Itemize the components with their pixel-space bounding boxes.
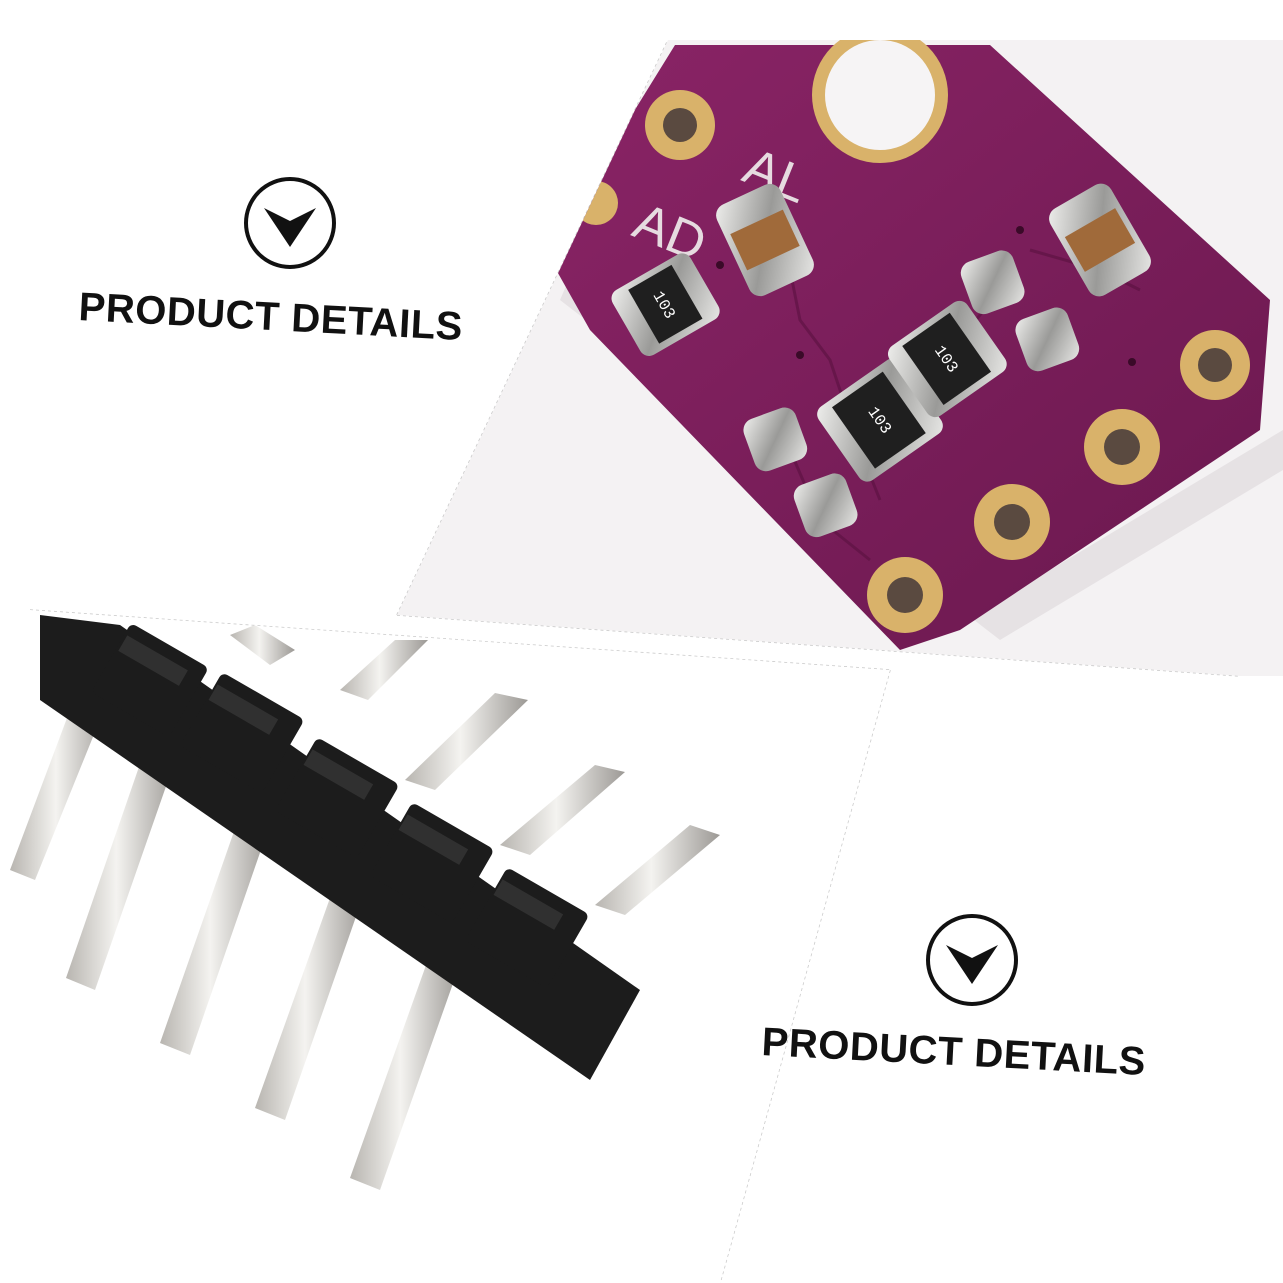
chevron-down-circle-icon <box>244 177 336 269</box>
smd-components: 103 103 103 <box>611 183 1151 538</box>
sensor-board-photo: AL AD 103 <box>397 40 1283 676</box>
chevron-down-circle-icon <box>926 914 1018 1006</box>
gold-pads <box>574 90 1250 633</box>
header-housing <box>40 615 640 1080</box>
pin-header-photo <box>10 615 720 1190</box>
